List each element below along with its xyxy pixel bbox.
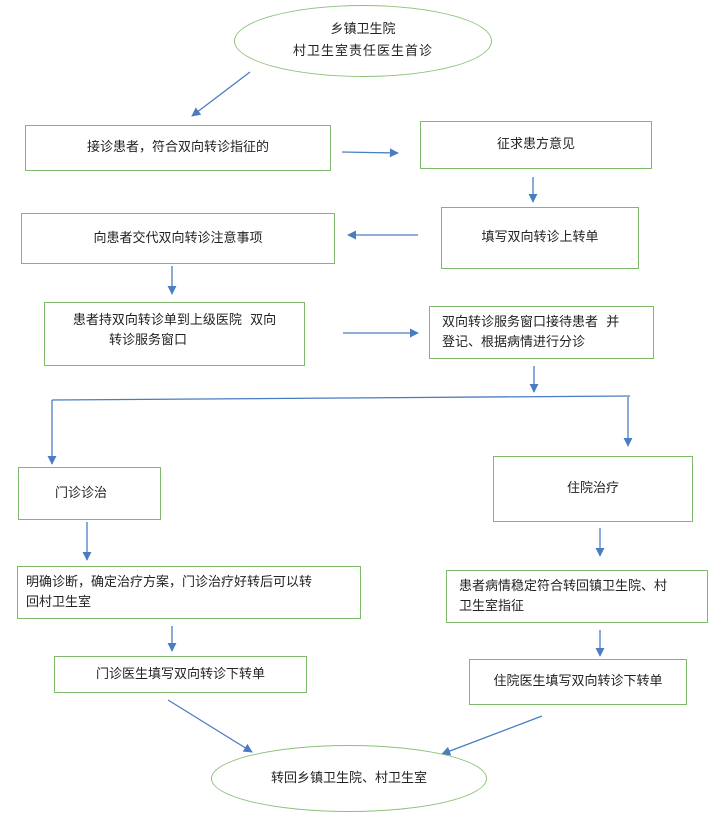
step-service-window: 双向转诊服务窗口接待患者 并 登记、根据病情进行分诊 — [429, 306, 654, 359]
step-inpatient-down-form-label: 住院医生填写双向转诊下转单 — [493, 674, 663, 689]
start-line1: 乡镇卫生院 — [330, 22, 396, 37]
step-outpatient-label: 门诊诊治 — [55, 486, 108, 501]
step-inpatient-label: 住院治疗 — [566, 481, 619, 496]
step-fill-up-form: 填写双向转诊上转单 — [441, 207, 639, 269]
step-outpatient-down-form: 门诊医生填写双向转诊下转单 — [54, 656, 307, 693]
step-outpatient: 门诊诊治 — [18, 467, 161, 520]
step-receive-patient: 接诊患者，符合双向转诊指征的 — [25, 125, 331, 171]
arrow-outdown-to-end — [167, 699, 253, 753]
step-receive-patient-label: 接诊患者，符合双向转诊指征的 — [86, 140, 269, 155]
step-go-upper-line1: 患者持双向转诊单到上级医院 双向 — [72, 313, 277, 328]
arrow-start-to-receive — [191, 71, 251, 117]
step-outpatient-down-form-label: 门诊医生填写双向转诊下转单 — [95, 666, 265, 682]
step-seek-opinion: 征求患方意见 — [420, 121, 652, 169]
step-stable: 患者病情稳定符合转回镇卫生院、村 卫生室指征 — [446, 570, 708, 623]
step-diagnose-line2: 回村卫生室 — [26, 595, 92, 610]
step-go-upper-line2: 转诊服务窗口 — [109, 333, 188, 348]
step-inpatient-down-form: 住院医生填写双向转诊下转单 — [469, 659, 687, 705]
start-node: 乡镇卫生院 村卫生室责任医生首诊 — [234, 5, 492, 77]
start-line2: 村卫生室责任医生首诊 — [292, 44, 433, 59]
step-inform-notes-label: 向患者交代双向转诊注意事项 — [93, 230, 263, 246]
step-service-window-line1: 双向转诊服务窗口接待患者 并 — [442, 315, 620, 330]
step-stable-line2: 卫生室指征 — [459, 599, 525, 614]
step-fill-up-form-label: 填写双向转诊上转单 — [481, 230, 599, 245]
end-node: 转回乡镇卫生院、村卫生室 — [211, 745, 487, 812]
branch-line — [51, 395, 631, 401]
step-inform-notes: 向患者交代双向转诊注意事项 — [21, 213, 335, 264]
arrow-indown-to-end — [441, 715, 543, 756]
arrow-receive-to-opinion — [341, 148, 399, 158]
step-service-window-line2: 登记、根据病情进行分诊 — [442, 335, 586, 350]
step-stable-line1: 患者病情稳定符合转回镇卫生院、村 — [459, 579, 668, 594]
step-diagnose-line1: 明确诊断，确定治疗方案，门诊治疗好转后可以转 — [26, 575, 313, 590]
step-go-upper: 患者持双向转诊单到上级医院 双向 转诊服务窗口 — [44, 302, 305, 366]
end-node-label: 转回乡镇卫生院、村卫生室 — [270, 770, 427, 786]
step-inpatient: 住院治疗 — [493, 456, 693, 522]
step-diagnose: 明确诊断，确定治疗方案，门诊治疗好转后可以转 回村卫生室 — [17, 566, 361, 619]
step-seek-opinion-label: 征求患方意见 — [496, 137, 575, 152]
